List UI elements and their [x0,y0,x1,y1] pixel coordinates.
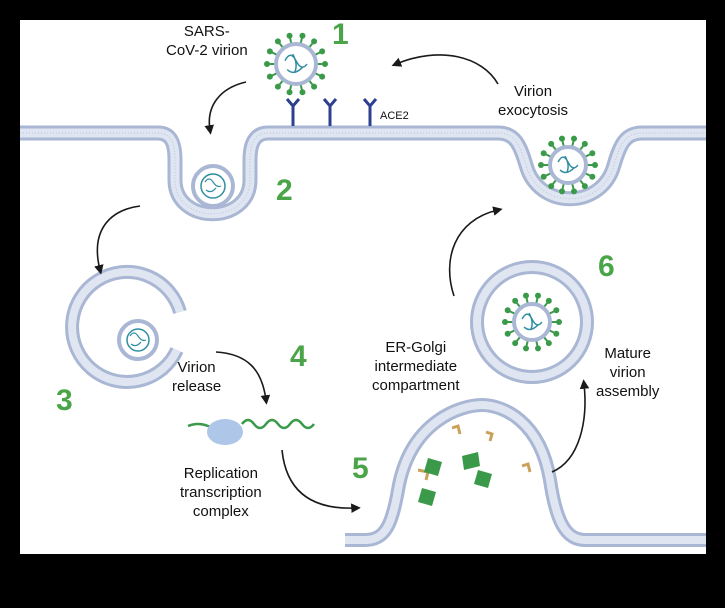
arrow-release [215,351,271,405]
label-mature-assembly: Mature virion assembly [596,345,660,400]
label-ace2: ACE2 [380,110,409,122]
step-number-3: 3 [56,384,73,417]
arrow-exocytosis [391,54,499,85]
ergic-proteins [417,424,532,506]
label-virion-release: Virion release [172,359,222,395]
arrow-to-ergic [281,449,361,514]
ace2-receptors [285,98,378,126]
step-number-1: 1 [332,20,349,51]
arrow-uncoating [94,205,141,275]
step-number-2: 2 [276,174,293,207]
step-number-5: 5 [352,452,369,485]
label-replication-complex: Replication transcription complex [180,465,262,520]
step-number-4: 4 [290,340,307,373]
exocytosed-virion [538,135,598,195]
plasma-membrane [20,125,706,222]
arrow-to-exocytosis [448,206,503,297]
diagram-svg [20,32,706,547]
label-virion-exocytosis: Virion exocytosis [498,83,569,119]
label-er-golgi: ER-Golgi intermediate compartment [372,339,460,394]
label-sars-virion: SARS- CoV-2 virion [166,23,248,59]
uncoating-vesicle [65,264,187,389]
ergic-membrane [345,397,706,547]
step-number-6: 6 [598,250,615,283]
sars-cov-2-virion [264,32,328,96]
endosome-virion [191,164,235,208]
arrow-entry [204,81,247,135]
replication-complex [187,418,315,445]
diagram-canvas: SARS- CoV-2 virion ACE2 Virion exocytosi… [20,20,706,554]
arrow-assembly [551,379,590,473]
mature-virion [502,292,562,352]
